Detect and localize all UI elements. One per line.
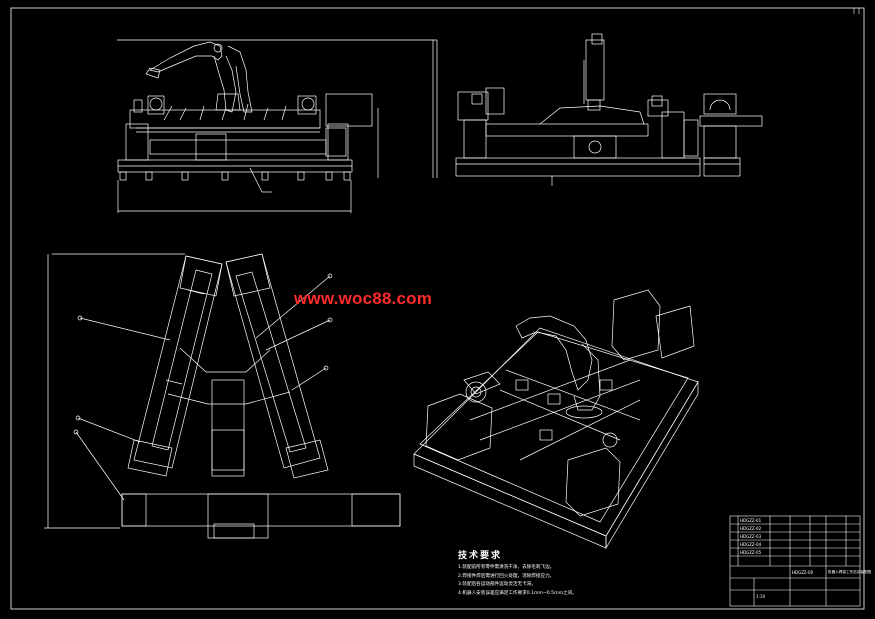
watermark-text: www.woc88.com xyxy=(294,289,433,308)
isometric-view xyxy=(413,289,699,550)
title-block-row: HDGZZ-05 xyxy=(740,550,762,555)
drawing-number: HDGZZ-00 xyxy=(792,570,814,575)
requirement-item: 4.机器人安装误差应满足工作要求0.1mm~0.5mm之间。 xyxy=(458,590,577,596)
title-block-row: HDGZZ-01 xyxy=(740,518,762,523)
requirement-item: 3.装配后各运动部件运动灵活无卡滞。 xyxy=(458,582,536,587)
side-view xyxy=(455,33,763,186)
front-view xyxy=(117,39,438,213)
title-block-row: HDGZZ-02 xyxy=(740,526,762,531)
title-block-row: HDGZZ-04 xyxy=(740,542,762,547)
requirement-item: 2.焊接件焊后需进行回火处理，消除焊接应力。 xyxy=(458,573,555,579)
technical-requirements-title: 技术要求 xyxy=(458,551,503,561)
title-block-row: HDGZZ-03 xyxy=(740,534,762,539)
drawing-scale: 1:10 xyxy=(756,594,765,599)
drawing-frame xyxy=(10,7,865,610)
requirement-item: 1.装配前所有零件需清洗干净，去除毛刺飞边。 xyxy=(458,565,555,570)
technical-requirements-list: 1.装配前所有零件需清洗干净，去除毛刺飞边。 2.焊接件焊后需进行回火处理，消除… xyxy=(458,564,577,598)
title-block xyxy=(729,515,861,607)
drawing-name: 机器人焊接工作站总装配图 xyxy=(828,570,872,574)
top-view xyxy=(44,253,401,539)
